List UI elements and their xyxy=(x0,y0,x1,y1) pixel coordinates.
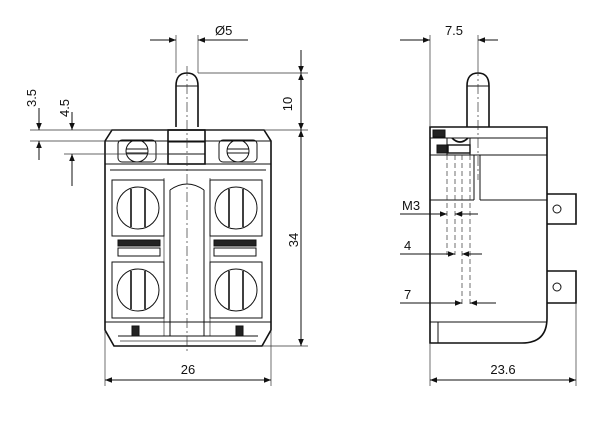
dim-body-height-label: 34 xyxy=(286,233,301,247)
front-terminal-screw-br xyxy=(214,268,258,312)
front-top-right-screw xyxy=(218,139,258,163)
dim-thread: M3 xyxy=(400,198,478,217)
dim-diameter-label: Ø5 xyxy=(215,23,232,38)
dim-plunger-height: 10 xyxy=(198,50,308,131)
side-plunger xyxy=(466,72,490,127)
dim-plunger-height-label: 10 xyxy=(280,97,295,111)
dim-depth-7-label: 7 xyxy=(404,287,411,302)
dim-depth-7: 7 xyxy=(400,287,496,306)
dim-depth-4: 4 xyxy=(400,238,482,257)
dim-left-offsets: 3.5 4.5 xyxy=(24,89,168,186)
side-terminal-lower xyxy=(547,270,577,304)
dim-body-height: 34 xyxy=(262,130,308,347)
dim-body-depth: 23.6 xyxy=(429,303,577,386)
dim-plunger-offset-label: 7.5 xyxy=(445,23,463,38)
dim-body-width-label: 26 xyxy=(181,362,195,377)
front-terminal-screw-bl xyxy=(116,268,160,312)
front-terminal-screw-tl xyxy=(116,186,160,230)
front-view: Ø5 10 34 3.5 4.5 xyxy=(24,23,308,386)
front-body xyxy=(104,129,272,347)
dim-body-depth-label: 23.6 xyxy=(490,362,515,377)
dim-thread-label: M3 xyxy=(402,198,420,213)
front-top-left-screw xyxy=(117,139,157,163)
dim-depth-4-label: 4 xyxy=(404,238,411,253)
dim-offset-small-label: 3.5 xyxy=(24,89,39,107)
dim-body-width: 26 xyxy=(104,330,272,386)
front-plunger xyxy=(175,72,199,127)
dim-plunger-offset: 7.5 xyxy=(400,23,498,127)
front-terminal-screw-tr xyxy=(214,186,258,230)
side-view: 7.5 M3 4 7 23.6 xyxy=(400,23,577,386)
dim-diameter: Ø5 xyxy=(150,23,248,73)
dim-offset-medium-label: 4.5 xyxy=(57,99,72,117)
side-terminal-upper xyxy=(547,193,577,225)
side-body xyxy=(429,126,548,344)
